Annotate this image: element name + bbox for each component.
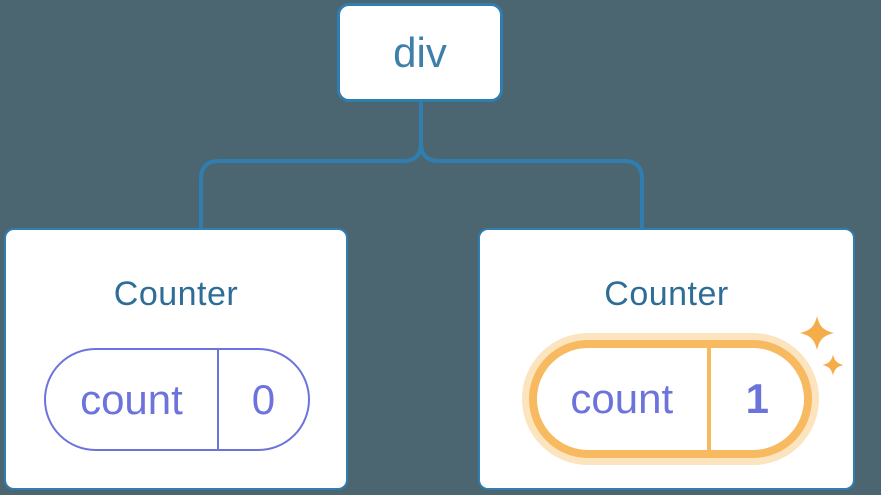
sparkle-small-icon bbox=[822, 354, 844, 376]
tree-node-div: div bbox=[337, 3, 503, 102]
state-key: count bbox=[46, 350, 219, 449]
component-title: Counter bbox=[604, 275, 729, 313]
counter-card-left: Counter count 0 bbox=[4, 228, 348, 490]
state-pill-highlighted: count 1 bbox=[529, 340, 812, 458]
sparkle-large-icon bbox=[800, 316, 834, 350]
state-value: 1 bbox=[745, 375, 769, 422]
component-title: Counter bbox=[113, 275, 239, 313]
node-label: div bbox=[393, 28, 447, 76]
counter-card-right: Counter count 1 bbox=[478, 228, 855, 490]
state-pill: count 0 bbox=[44, 348, 310, 451]
state-value: 0 bbox=[251, 375, 276, 423]
state-key: count bbox=[537, 348, 711, 450]
sparkle-icon bbox=[800, 316, 844, 376]
